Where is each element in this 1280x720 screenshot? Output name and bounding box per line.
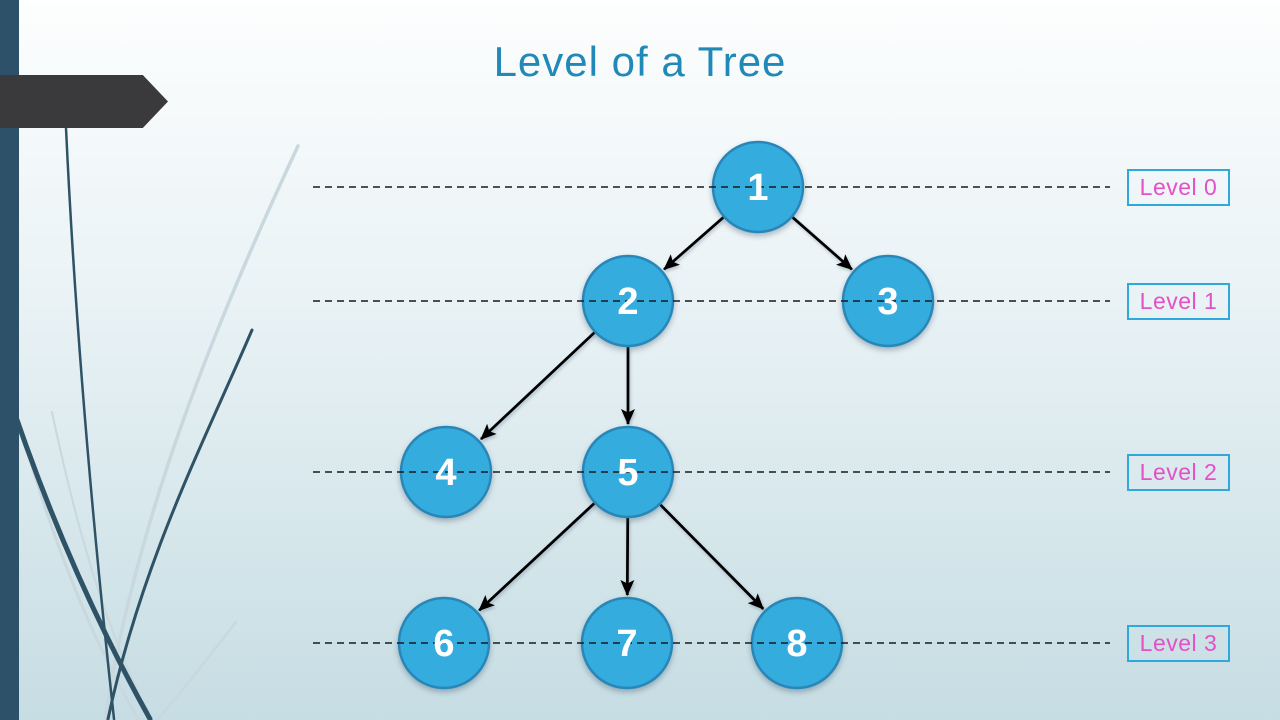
node-label-3: 3 [877,281,898,323]
tree-edge-2-4 [480,331,596,441]
tree-edge-1-2 [663,216,725,271]
node-label-8: 8 [786,623,807,665]
node-label-6: 6 [433,623,454,665]
page-title: Level of a Tree [493,38,787,85]
header-arrow-shape [0,75,168,128]
tree-edge-1-3 [791,216,853,271]
node-label-2: 2 [617,281,638,323]
tree-edge-5-6 [478,502,596,612]
node-label-1: 1 [747,167,768,209]
tree-edge-5-8 [659,503,765,610]
node-label-4: 4 [435,452,456,494]
node-label-7: 7 [616,623,637,665]
node-label-5: 5 [617,452,638,494]
